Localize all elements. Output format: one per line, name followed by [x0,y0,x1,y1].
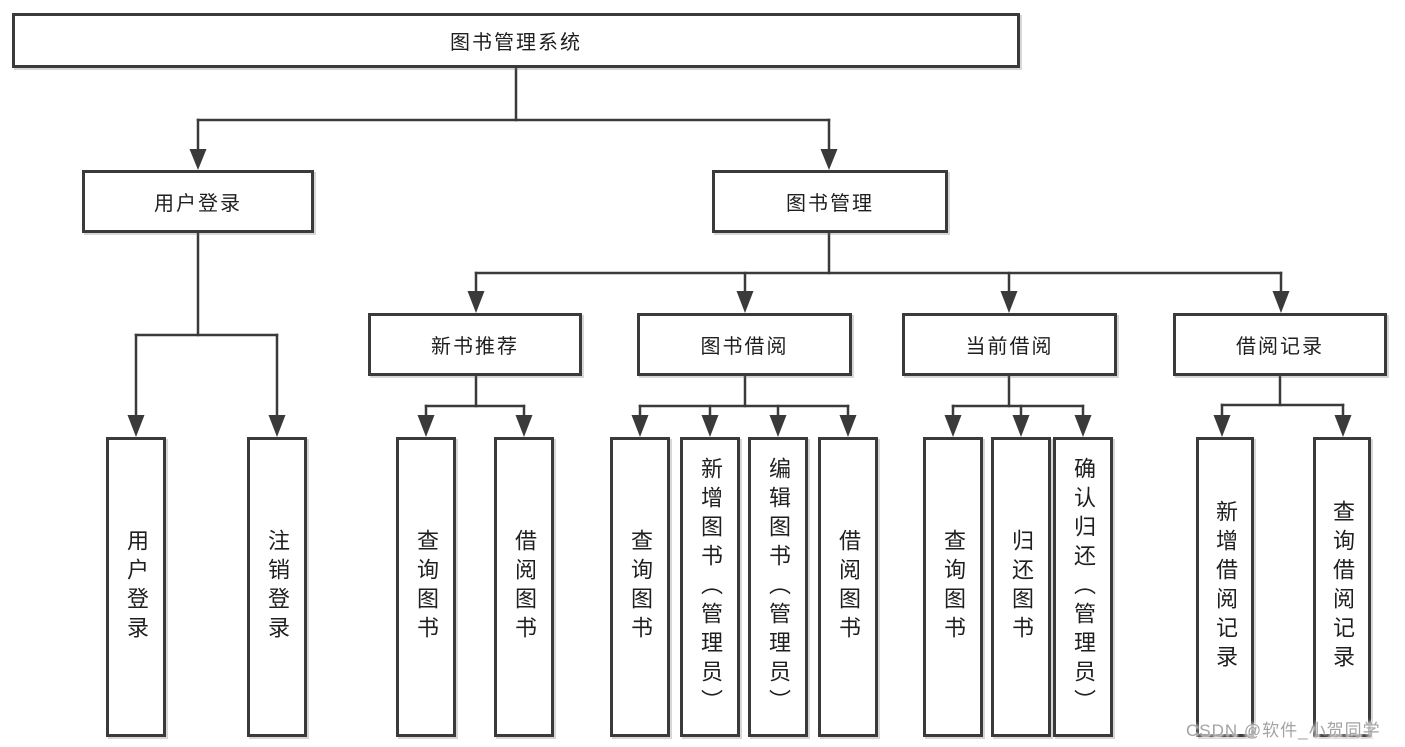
leaf-label: 编辑图书（管理员） [766,456,791,718]
arrowhead [1272,291,1290,313]
leaf-label: 查询图书 [414,529,439,645]
leaf-user-login: 用户登录 [106,437,166,737]
node-label: 图书借阅 [700,336,789,358]
leaf-query-books-current: 查询图书 [923,437,983,737]
arrowhead [769,415,787,437]
node-borrow-records: 借阅记录 [1173,313,1387,376]
arrowhead [944,415,962,437]
connector-book-borrow-to-leaves [631,374,857,437]
arrowhead [631,415,649,437]
arrowhead [515,415,533,437]
connector-root-to-level1 [189,66,838,170]
leaf-add-book-admin: 新增图书（管理员） [680,437,740,737]
connector-new-book-recommend-to-leaves [417,374,533,437]
csdn-watermark: CSDN @软件_小贺同学 [1186,721,1381,740]
arrowhead [1012,415,1030,437]
leaf-label: 借阅图书 [512,529,537,645]
leaf-label: 确认归还（管理员） [1071,456,1096,718]
arrowhead [1000,291,1018,313]
node-new-book-recommend: 新书推荐 [368,313,582,376]
leaf-label: 查询借阅记录 [1330,500,1355,674]
leaf-query-books-recommend: 查询图书 [396,437,456,737]
arrowhead [127,415,145,437]
leaf-add-borrow-record: 新增借阅记录 [1196,437,1254,737]
leaf-confirm-return-admin: 确认归还（管理员） [1053,437,1113,737]
leaf-label: 归还图书 [1009,529,1034,645]
node-label: 图书管理 [786,193,874,215]
connector-current-borrow-to-leaves [944,374,1092,437]
node-label: 用户登录 [154,193,242,215]
arrowhead [1213,415,1231,437]
node-label: 当前借阅 [965,336,1054,358]
connector-book-management-to-level2 [467,231,1290,313]
leaf-label: 用户登录 [124,529,149,645]
node-label: 图书管理系统 [450,32,582,54]
leaf-label: 新增图书（管理员） [698,456,723,718]
node-label: 新书推荐 [431,336,519,358]
leaf-logout: 注销登录 [247,437,307,737]
node-label: 借阅记录 [1236,336,1324,358]
arrowhead [417,415,435,437]
leaf-borrow-books: 借阅图书 [818,437,878,737]
arrowhead [736,291,754,313]
leaf-label: 查询图书 [941,529,966,645]
node-current-borrow: 当前借阅 [902,313,1117,376]
leaf-label: 新增借阅记录 [1213,500,1238,674]
connector-user-login-to-leaves [127,231,286,437]
leaf-edit-book-admin: 编辑图书（管理员） [748,437,808,737]
leaf-label: 注销登录 [265,529,290,645]
node-book-management: 图书管理 [712,170,948,233]
node-user-login: 用户登录 [82,170,314,233]
leaf-query-borrow-record: 查询借阅记录 [1313,437,1371,737]
arrowhead [1074,415,1092,437]
node-book-borrow: 图书借阅 [637,313,852,376]
node-library-management-system: 图书管理系统 [12,13,1020,68]
leaf-borrow-books-recommend: 借阅图书 [494,437,554,737]
leaf-return-book: 归还图书 [991,437,1051,737]
connector-borrow-records-to-leaves [1213,374,1352,437]
arrowhead [467,291,485,313]
arrowhead [189,149,207,170]
arrowhead [268,415,286,437]
arrowhead [839,415,857,437]
leaf-label: 借阅图书 [836,529,861,645]
leaf-label: 查询图书 [628,529,653,645]
arrowhead [820,149,838,170]
arrowhead [1334,415,1352,437]
leaf-query-books-borrow: 查询图书 [610,437,670,737]
arrowhead [701,415,719,437]
